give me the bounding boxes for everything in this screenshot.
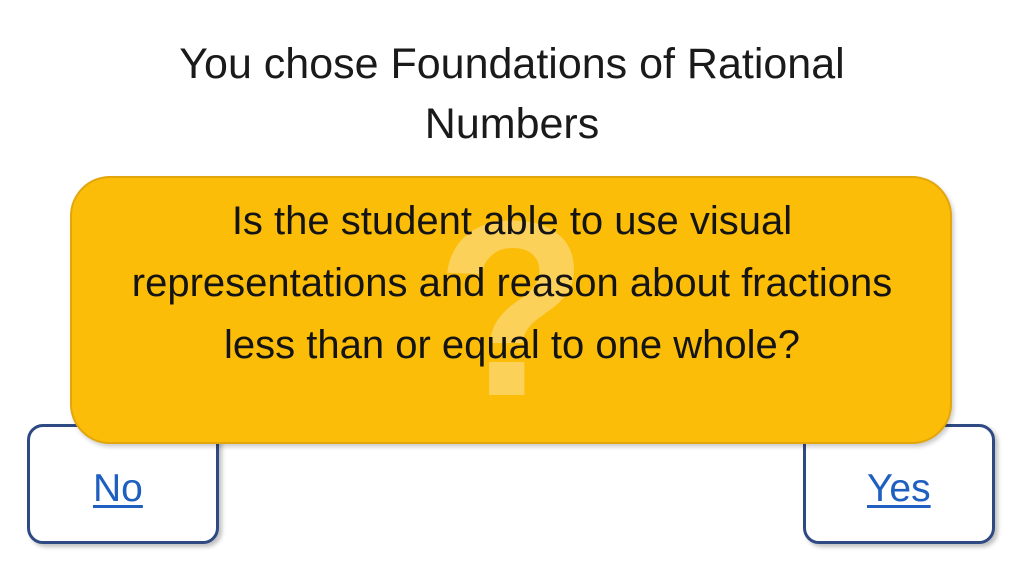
yes-button[interactable]: Yes <box>803 424 995 544</box>
question-text: Is the student able to use visual repres… <box>131 199 893 367</box>
question-mark-icon: ? <box>435 169 589 448</box>
no-link[interactable]: No <box>93 467 143 510</box>
question-box: ? Is the student able to use visual repr… <box>70 176 952 444</box>
no-button[interactable]: No <box>27 424 219 544</box>
slide-title: You chose Foundations of Rational Number… <box>179 40 845 148</box>
yes-link[interactable]: Yes <box>867 467 931 510</box>
